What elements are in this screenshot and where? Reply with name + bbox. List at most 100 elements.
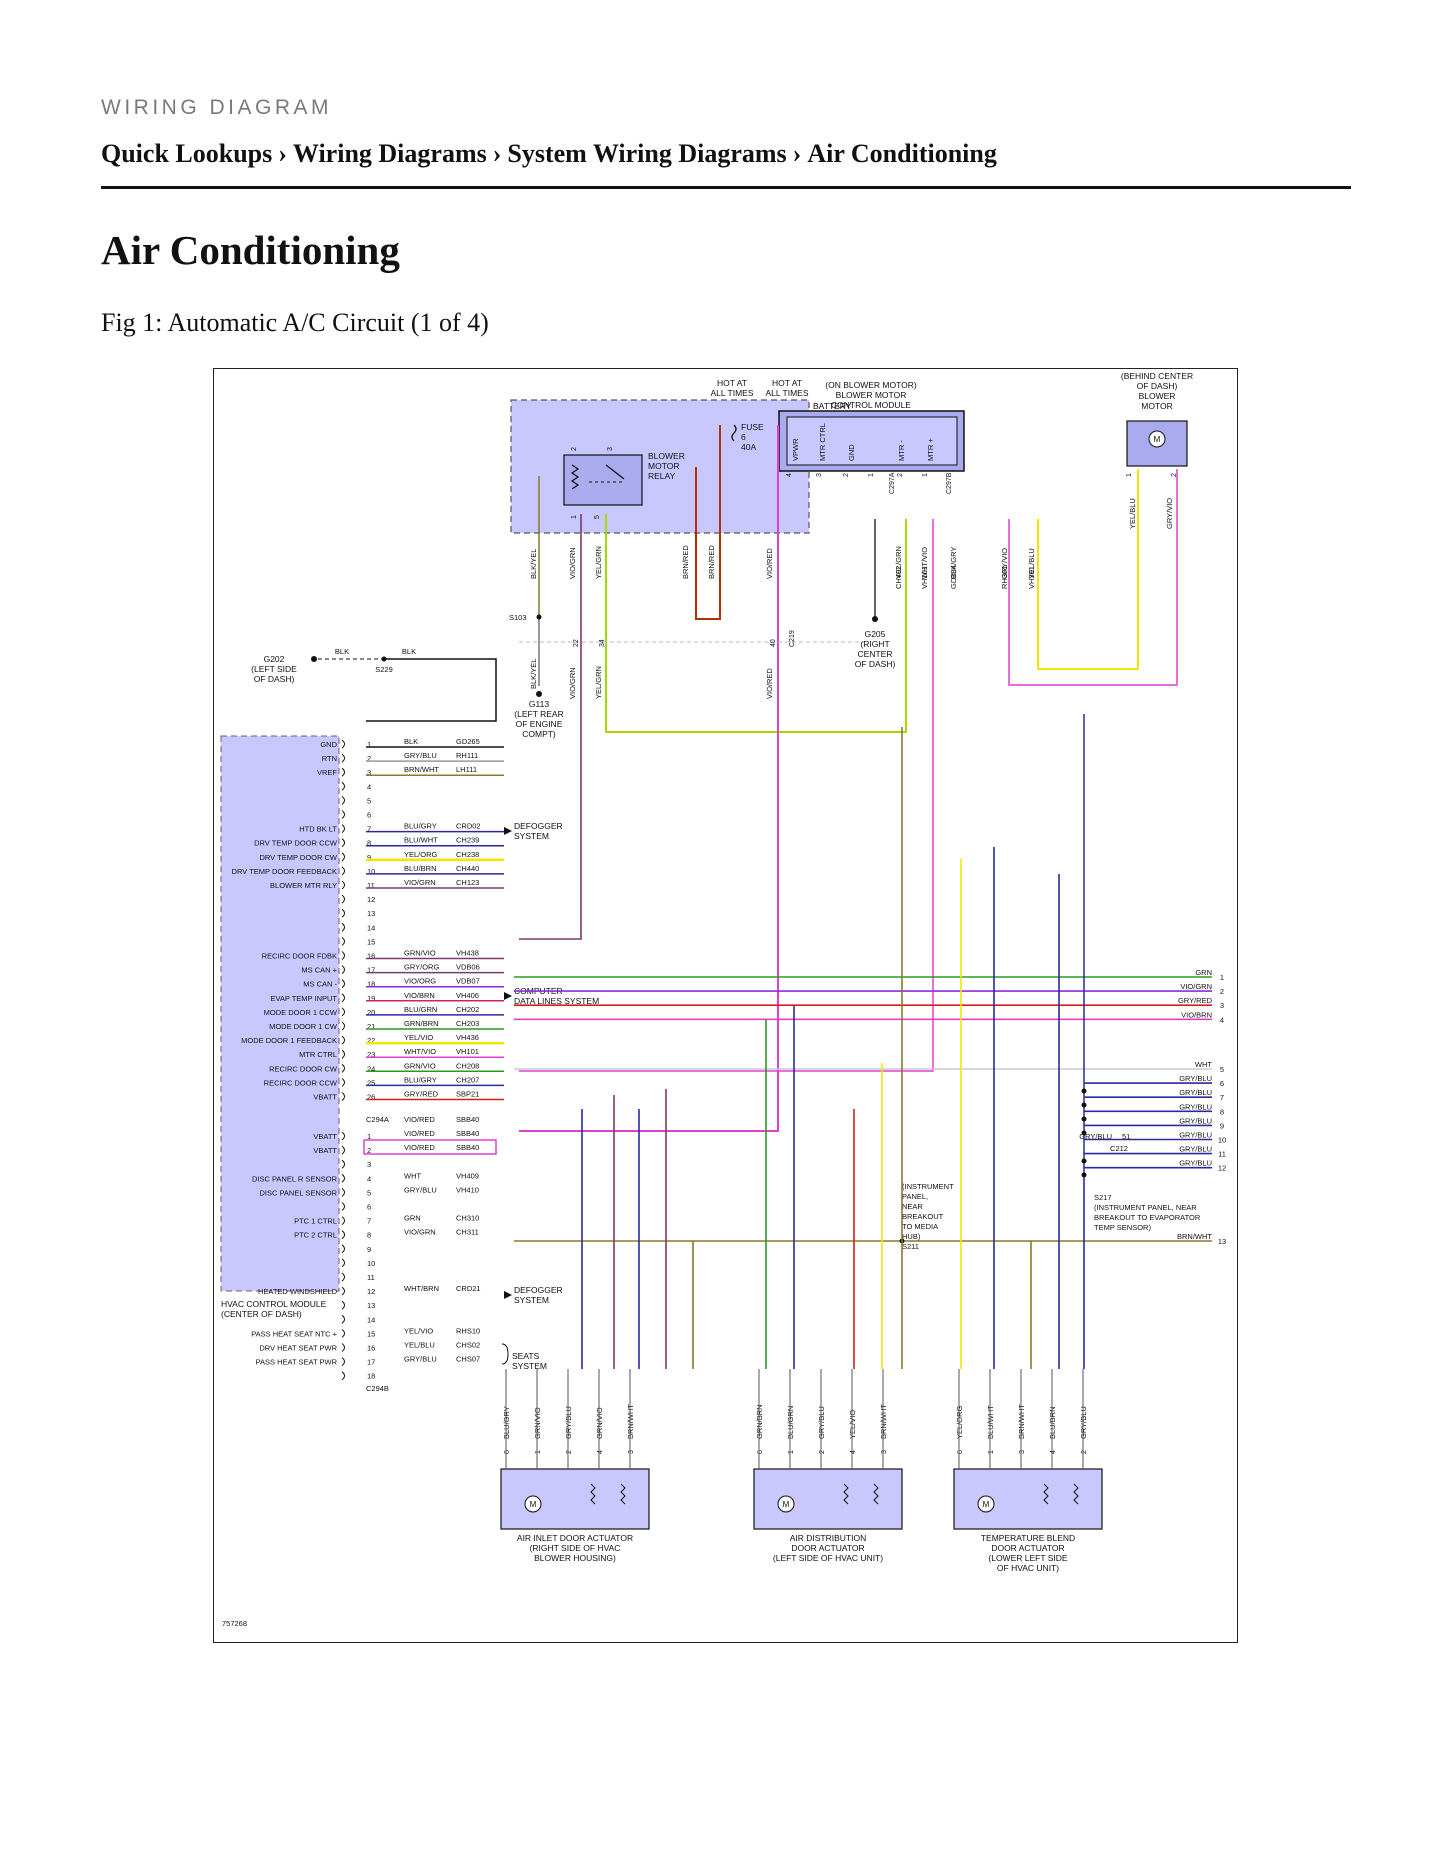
connector-pin-symbol xyxy=(341,1063,345,1073)
wire-color-label: GRY/BLU xyxy=(1179,1088,1212,1097)
bmcm-inner xyxy=(786,416,958,466)
module-pin-label: DRV TEMP DOOR CCW xyxy=(254,839,338,848)
bmcm-pin-number: 2 xyxy=(897,473,904,477)
right-connector-pin: 2 xyxy=(1220,987,1224,996)
vertical-wire-label: BRN/RED xyxy=(707,545,716,579)
circuit-label: CRD02 xyxy=(456,822,481,831)
module-pin-number: 7 xyxy=(367,1217,371,1226)
circuit-label: CH239 xyxy=(456,836,479,845)
actuator-label: OF HVAC UNIT) xyxy=(997,1563,1059,1573)
module-pin-number: 18 xyxy=(367,980,375,989)
connector-pin-symbol xyxy=(341,810,345,819)
actuator-1 xyxy=(500,1468,650,1530)
circuit-number-label: CH402 xyxy=(894,566,903,589)
wire-color-label: VIO/ORG xyxy=(404,977,436,986)
connector-pin-symbol xyxy=(341,937,345,946)
right-connector-pin: 3 xyxy=(1220,1001,1224,1010)
breadcrumb-separator: › xyxy=(792,139,802,168)
bmcm-pin-label: MTR CTRL xyxy=(818,423,827,461)
breadcrumb-wiring-diagrams[interactable]: Wiring Diagrams xyxy=(292,139,487,168)
module-pin-number: 26 xyxy=(367,1093,375,1102)
breadcrumb-quick-lookups[interactable]: Quick Lookups xyxy=(101,139,273,168)
circuit-label: LH111 xyxy=(456,765,477,774)
actuator-resistor-symbol xyxy=(843,1483,849,1505)
wire-color-label: GRY/BLU xyxy=(1179,1116,1212,1125)
breadcrumb-system-wiring-diagrams[interactable]: System Wiring Diagrams xyxy=(507,139,787,168)
connector-label: C297A xyxy=(889,472,896,494)
wire-color-label: BRN/WHT xyxy=(1177,1232,1212,1241)
connector-pin-symbol xyxy=(341,951,345,960)
module-pin-label: MODE DOOR 1 CW xyxy=(269,1022,338,1031)
wire-blk-gnd xyxy=(366,658,497,722)
bmcm-pin-number: 3 xyxy=(816,473,823,477)
wire-color-label: GRN/VIO xyxy=(404,1061,436,1070)
ground-g202 xyxy=(311,656,317,662)
pin-label: 22 xyxy=(573,639,580,647)
right-connector-pin: 1 xyxy=(1220,973,1224,982)
circuit-number-label: RH301 xyxy=(1000,566,1009,589)
circuit-number-label: GD284 xyxy=(949,565,958,589)
module-pin-number: 6 xyxy=(367,1203,371,1212)
circuit-label: CH202 xyxy=(456,1005,479,1014)
blower-motor-relay xyxy=(563,454,643,506)
connector-pin-symbol xyxy=(341,979,345,989)
right-connector-pin: 11 xyxy=(1218,1150,1226,1159)
actuator-motor-symbol xyxy=(777,1495,795,1513)
connector-pin-symbol xyxy=(341,894,345,904)
vertical-wire-label: VIO/GRN xyxy=(568,547,577,579)
wire-color-label: WHT xyxy=(404,1171,421,1180)
actuator-motor-label: M xyxy=(783,1500,790,1509)
splice-dot xyxy=(1081,1088,1087,1094)
module-pin-label: MTR CTRL xyxy=(299,1050,337,1059)
relay-pin: 1 xyxy=(571,515,578,519)
splice-dot xyxy=(1081,1102,1087,1108)
connector-pin-symbol xyxy=(341,880,345,890)
motor-pin: 1 xyxy=(1126,473,1133,477)
breadcrumb-separator: › xyxy=(492,139,502,168)
g205-label: OF DASH) xyxy=(855,659,896,669)
wire-color-label: GRY/RED xyxy=(1178,996,1213,1005)
s217-label: S217 xyxy=(1094,1193,1112,1202)
module-pin-number: 7 xyxy=(367,825,371,834)
module-pin-number: 17 xyxy=(367,1358,375,1367)
wire-vio-grn-relay xyxy=(519,514,582,940)
connector-pin-symbol xyxy=(341,1078,345,1087)
module-pin-label: PTC 2 CTRL xyxy=(294,1231,337,1240)
bmcm-label: (ON BLOWER MOTOR) xyxy=(825,380,917,390)
wire-color-label: GRY/RED xyxy=(404,1090,439,1099)
actuator-pin-label: 2 xyxy=(819,1450,826,1454)
ground-g205 xyxy=(872,616,878,622)
module-pin-label: DRV TEMP DOOR CW xyxy=(259,853,337,862)
vertical-wire-label: BRN/RED xyxy=(681,545,690,579)
seats-system-label: SYSTEM xyxy=(512,1361,547,1371)
hot-at-all-times-label: HOT AT xyxy=(717,378,747,388)
actuator-label: DOOR ACTUATOR xyxy=(791,1543,864,1553)
hot-at-all-times-label: ALL TIMES xyxy=(711,388,754,398)
wire-color-label: GRN/VIO xyxy=(404,949,436,958)
module-pin-label: RECIRC DOOR CW xyxy=(269,1064,338,1073)
bjb-label: BATTERY xyxy=(813,401,852,411)
breadcrumb-air-conditioning[interactable]: Air Conditioning xyxy=(807,139,997,168)
module-pin-label: MS CAN - xyxy=(303,980,337,989)
wire-color-label: WHT/BRN xyxy=(404,1284,439,1293)
module-pin-number: 10 xyxy=(367,1259,375,1268)
s229-label: S229 xyxy=(375,665,393,674)
actuator-pin-label: 4 xyxy=(850,1450,857,1454)
wire-yel-grn-vpwr xyxy=(605,514,907,733)
connector-pin-symbol xyxy=(341,1092,345,1101)
right-connector-pin: 7 xyxy=(1220,1093,1224,1102)
module-pin-label: MODE DOOR 1 FEEDBACK xyxy=(241,1036,337,1045)
module-pin-number: 9 xyxy=(367,853,371,862)
connector-pin-symbol xyxy=(341,838,345,848)
right-connector-pin: 10 xyxy=(1218,1136,1226,1145)
system-arrow xyxy=(504,1291,512,1299)
module-pin-number: 13 xyxy=(367,1301,375,1310)
module-pin-label: VBATT xyxy=(313,1093,337,1102)
bmcm-pin-number: 4 xyxy=(786,473,793,477)
circuit-label: CRD21 xyxy=(456,1284,481,1293)
module-pin-label: MS CAN + xyxy=(301,966,337,975)
module-pin-label: DRV HEAT SEAT PWR xyxy=(259,1344,337,1353)
wire-color-label: VIO/GRN xyxy=(1180,982,1212,991)
module-pin-number: 14 xyxy=(367,923,375,932)
wire-color-label: VIO/RED xyxy=(404,1143,435,1152)
